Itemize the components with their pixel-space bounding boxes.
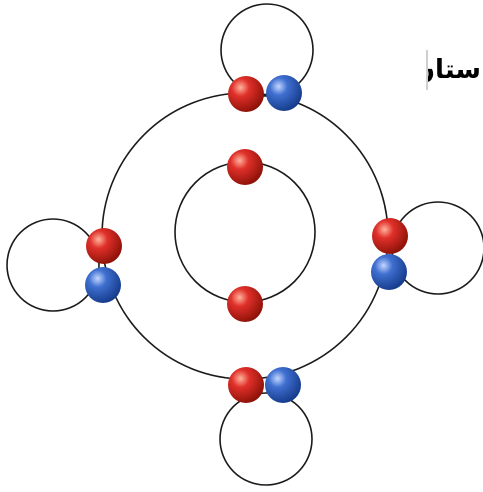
bottom-electron-blue <box>265 367 301 403</box>
left-electron-red <box>86 228 122 264</box>
right-electron-blue <box>371 254 407 290</box>
cropped-caption-text: ستان <box>426 50 483 90</box>
bottom-electron-red <box>228 367 264 403</box>
right-electron-red <box>372 218 408 254</box>
inner-electron-red <box>227 149 263 185</box>
right-bond-loop <box>391 201 483 295</box>
left-electron-blue <box>85 267 121 303</box>
outer-shell-ring <box>101 92 389 380</box>
left-bond-loop <box>6 218 100 312</box>
top-electron-blue <box>266 75 302 111</box>
bottom-bond-loop <box>219 392 313 486</box>
inner-electron-red <box>227 286 263 322</box>
top-electron-red <box>228 76 264 112</box>
